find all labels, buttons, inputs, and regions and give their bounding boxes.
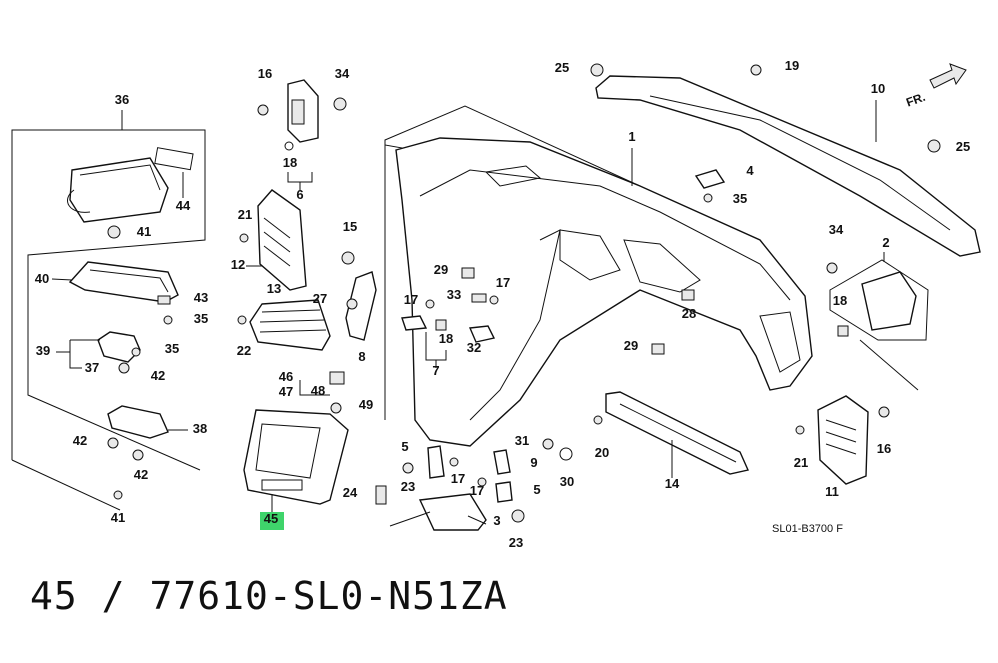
callout-c23a: 23 <box>401 479 415 494</box>
callout-c42c: 42 <box>134 467 148 482</box>
callout-c35a: 35 <box>194 311 208 326</box>
callout-c38: 38 <box>193 421 207 436</box>
callout-c7: 7 <box>432 363 439 378</box>
callout-c11: 11 <box>825 484 839 499</box>
callout-c12: 12 <box>231 257 245 272</box>
callout-c41b: 41 <box>111 510 125 525</box>
side-duct-part <box>239 189 307 291</box>
callout-c21b: 21 <box>794 455 808 470</box>
callout-c18b: 18 <box>439 331 453 346</box>
callout-c29b: 29 <box>624 338 638 353</box>
callout-c9: 9 <box>530 455 537 470</box>
callout-c8: 8 <box>358 349 365 364</box>
side-bracket-part <box>826 252 929 341</box>
callout-c14: 14 <box>665 476 680 491</box>
highlighted-panel-part <box>243 409 349 530</box>
part-caption: 45 / 77610-SL0-N51ZA <box>30 574 508 618</box>
caption-part-code: 77610-SL0-N51ZA <box>149 574 508 618</box>
callout-c33: 33 <box>447 287 461 302</box>
callout-c42a: 42 <box>151 368 165 383</box>
callout-c13: 13 <box>267 281 281 296</box>
callout-c49: 49 <box>359 397 373 412</box>
small-clips-part <box>299 371 345 414</box>
callout-c2: 2 <box>882 235 889 250</box>
callout-c17a: 17 <box>496 275 510 290</box>
airbag-module-part <box>67 147 194 239</box>
callout-c34a: 34 <box>335 66 350 81</box>
callout-c21a: 21 <box>238 207 252 222</box>
callout-c37: 37 <box>85 360 99 375</box>
side-vent-panel-part <box>795 339 919 485</box>
callout-c17b: 17 <box>404 292 418 307</box>
center-vent-part <box>237 299 331 351</box>
callout-c46: 46 <box>279 369 293 384</box>
knee-bracket-part <box>51 261 179 325</box>
callout-c1: 1 <box>628 129 635 144</box>
callout-c25b: 25 <box>956 139 970 154</box>
callout-c17d: 17 <box>470 483 484 498</box>
caption-separator: / <box>101 574 126 618</box>
callout-c47: 47 <box>279 384 293 399</box>
hinge-bracket-part <box>257 79 347 190</box>
callout-c34b: 34 <box>829 222 844 237</box>
callout-c24: 24 <box>343 485 358 500</box>
callout-c20: 20 <box>595 445 609 460</box>
callout-c18a: 18 <box>283 155 297 170</box>
support-bracket-part <box>341 251 377 341</box>
harness-bracket-part <box>56 331 141 374</box>
callout-c31: 31 <box>515 433 529 448</box>
callout-c16b: 16 <box>877 441 891 456</box>
highlight-box <box>260 512 284 530</box>
callout-c10: 10 <box>871 81 885 96</box>
callout-c48: 48 <box>311 383 325 398</box>
callout-c25a: 25 <box>555 60 569 75</box>
callout-c18c: 18 <box>833 293 847 308</box>
callout-c35c: 35 <box>733 191 747 206</box>
callout-c16a: 16 <box>258 66 272 81</box>
callout-c19: 19 <box>785 58 799 73</box>
drawing-code: SL01-B3700 F <box>772 523 843 535</box>
parts-diagram: FR. SL <box>11 58 981 550</box>
callout-c44: 44 <box>176 198 191 213</box>
lower-strip-part <box>593 391 749 478</box>
callout-c23b: 23 <box>509 535 523 550</box>
callout-c17c: 17 <box>451 471 465 486</box>
callout-c27: 27 <box>313 291 327 306</box>
callout-c5a: 5 <box>401 439 408 454</box>
top-cover-strip-part <box>590 63 981 257</box>
callout-c35b: 35 <box>165 341 179 356</box>
callout-c4: 4 <box>746 163 754 178</box>
direction-label: FR. <box>904 90 927 110</box>
dashboard-panel-part <box>384 105 813 447</box>
front-direction-arrow: FR. <box>904 63 967 110</box>
lower-bracket-part <box>107 405 188 500</box>
callout-c15: 15 <box>343 219 357 234</box>
callout-c30: 30 <box>560 474 574 489</box>
callout-c29a: 29 <box>434 262 448 277</box>
callout-c43: 43 <box>194 290 208 305</box>
callout-c3: 3 <box>493 513 500 528</box>
callout-c6: 6 <box>296 187 303 202</box>
callout-c32: 32 <box>467 340 481 355</box>
caption-ref: 45 <box>30 574 78 618</box>
lower-clip-parts <box>375 438 573 531</box>
dashboard-fasteners <box>401 169 726 368</box>
callout-c45: 45 <box>264 511 278 526</box>
callout-c41a: 41 <box>137 224 151 239</box>
callout-c28: 28 <box>682 306 696 321</box>
callout-c22: 22 <box>237 343 251 358</box>
callout-c36: 36 <box>115 92 129 107</box>
callout-c42b: 42 <box>73 433 87 448</box>
callout-c5b: 5 <box>533 482 540 497</box>
bracket-lines-36 <box>11 110 206 511</box>
callout-c39: 39 <box>36 343 50 358</box>
callout-c40: 40 <box>35 271 49 286</box>
